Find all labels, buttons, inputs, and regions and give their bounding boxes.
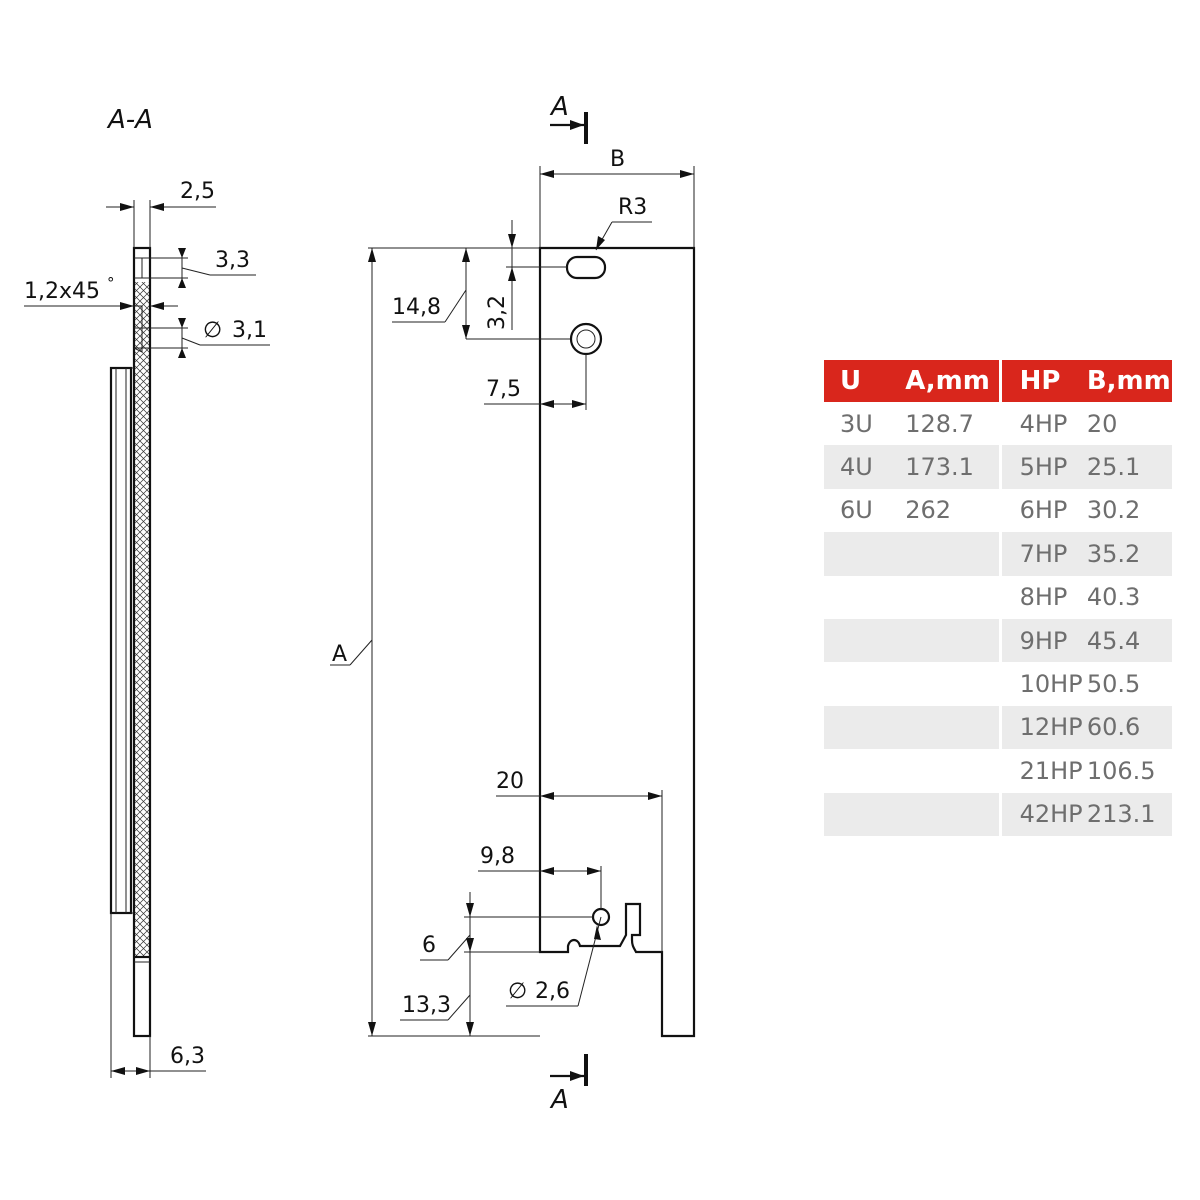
mounting-hole [569,322,603,356]
dim-height: A [332,642,347,667]
cell-u [824,576,905,619]
section-title: A-A [106,105,153,135]
cell-a [905,662,1000,705]
table-row: 42HP 213.1 [824,792,1172,836]
table-row: 3U 128.7 4HP 20 [824,402,1172,446]
cell-u [824,618,906,663]
cell-a: 128.7 [905,409,974,438]
cell-u [824,662,905,705]
dim-hole-x: 7,5 [486,377,521,402]
dim-slot-offset: 3,2 [485,295,510,330]
panel-outline [538,246,696,1038]
table-row: 7HP 35.2 [824,532,1172,576]
table-row: 6U 262 6HP 30.2 [824,488,1172,533]
cell-a [905,576,1000,619]
dim-lower-hole-x: 9,8 [480,844,515,869]
table-row: 21HP 106.5 [824,749,1172,793]
cell-b: 50.5 [1086,670,1141,699]
cell-a [905,705,1001,750]
cell-b: 45.4 [1086,618,1172,663]
dim-thickness: 2,5 [180,179,215,204]
section-view: A-A 2,5 [24,105,270,1078]
table-row: 12HP 60.6 [824,705,1172,750]
cell-hp: 21HP [998,749,1087,793]
table-row: 8HP 40.3 [824,575,1172,619]
header-u: U [824,360,906,402]
cell-a [905,532,1001,576]
section-marker-top: A [549,92,569,122]
dim-top-hole-y: 14,8 [392,295,441,320]
dim-hole-dia: 3,1 [232,318,267,343]
cell-a [905,749,1000,792]
cell-a: 262 [905,496,951,525]
dim-lower-step: 6 [422,933,436,958]
cell-hp: 9HP [998,618,1087,663]
cell-a: 173.1 [905,445,1001,489]
cell-b: 213.1 [1086,792,1172,836]
cell-u: 6U [840,496,873,525]
cell-u: 4U [824,445,906,489]
cell-b: 35.2 [1086,532,1172,576]
cell-hp: 7HP [998,532,1087,576]
cell-b: 40.3 [1086,583,1141,612]
dim-total-depth: 6,3 [170,1044,205,1069]
dim-radius: R3 [618,195,647,220]
header-a: A,mm [905,360,1001,402]
dim-slot-depth: 3,3 [215,248,250,273]
cell-hp: 6HP [998,488,1087,533]
cell-u [824,705,906,750]
table-row: 4U 173.1 5HP 25.1 [824,445,1172,489]
cell-b: 106.5 [1086,756,1156,785]
dim-chamfer: 1,2x45 [24,279,100,304]
cell-u [824,532,906,576]
header-b: B,mm [1086,360,1172,402]
bracket-section [109,366,133,915]
size-table: U A,mm HP B,mm 3U 128.7 4HP 20 4U 173.1 … [824,360,1172,836]
dim-width: B [610,147,625,172]
cell-hp: 8HP [998,575,1087,619]
cell-hp: 4HP [998,402,1087,446]
cell-hp: 5HP [998,445,1087,489]
cell-hp: 42HP [998,792,1087,836]
front-view: A A B R3 A 14,8 [330,92,696,1115]
cell-u: 3U [840,409,873,438]
panel-section-outline [132,246,152,1038]
dim-lower-hole-dia-symbol: ∅ [508,979,527,1004]
cell-u [824,749,905,792]
table-header-row: U A,mm HP B,mm [824,360,1172,402]
cell-b: 25.1 [1086,445,1172,489]
dim-lower-width: 20 [496,769,524,794]
section-marker-bottom: A [549,1085,569,1115]
dim-bottom-offset: 13,3 [402,993,451,1018]
cell-a [905,792,1001,836]
dim-lower-hole-dia: 2,6 [535,979,570,1004]
top-slot [565,255,607,280]
panel-section-hatch [135,282,149,957]
header-hp: HP [998,360,1087,402]
table-row: 9HP 45.4 [824,618,1172,663]
cell-b: 20 [1086,409,1118,438]
dim-chamfer-degree: ° [107,274,115,292]
dim-hole-dia-symbol: ∅ [203,318,222,343]
cell-hp: 10HP [998,662,1087,706]
cell-u [824,792,906,836]
table-row: 10HP 50.5 [824,662,1172,706]
cell-hp: 12HP [998,705,1087,750]
cell-b: 60.6 [1086,705,1172,750]
cell-b: 30.2 [1086,496,1141,525]
cell-a [905,618,1001,663]
